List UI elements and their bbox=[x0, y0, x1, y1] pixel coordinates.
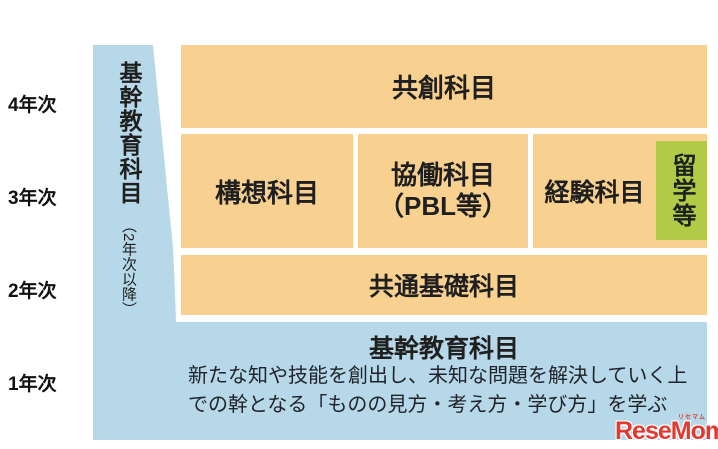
box-conception-label: 構想科目 bbox=[214, 177, 319, 208]
description-line-1: 新たな知や技能を創出し、未知な問題を解決していく上 bbox=[188, 365, 688, 387]
box-co-creation-label: 共創科目 bbox=[391, 73, 496, 103]
bottom-section-description: 新たな知や技能を創出し、未知な問題を解決していく上 での幹となる「ものの見方・考… bbox=[188, 362, 687, 420]
box-conception: 構想科目 bbox=[181, 134, 353, 248]
year-label-3: 3年次 bbox=[8, 188, 57, 209]
box-collaboration: 協働科目 （PBL等） bbox=[358, 134, 528, 248]
band-title: 基幹教育科目 bbox=[116, 61, 142, 205]
resemom-logo: リセマム ReseMom. bbox=[615, 412, 718, 446]
year-label-2: 2年次 bbox=[8, 281, 57, 302]
box-experience-label: 経験科目 bbox=[544, 179, 645, 207]
box-study-abroad: 留学等 bbox=[656, 141, 707, 240]
box-common-basic: 共通基礎科目 bbox=[181, 255, 707, 315]
box-collaboration-label-line2: （PBL等） bbox=[377, 191, 508, 221]
year-label-1: 1年次 bbox=[8, 374, 57, 395]
description-line-2: での幹となる「ものの見方・考え方・学び方」を学ぶ bbox=[188, 394, 668, 416]
box-collaboration-label-line1: 協働科目 bbox=[390, 160, 495, 190]
box-study-abroad-label: 留学等 bbox=[668, 153, 695, 228]
band-subtitle: （2年次以降） bbox=[120, 218, 137, 317]
resemom-logo-ruby: リセマム bbox=[677, 415, 706, 421]
box-common-basic-label: 共通基礎科目 bbox=[368, 273, 519, 301]
box-co-creation: 共創科目 bbox=[181, 45, 707, 128]
bottom-section-heading: 基幹教育科目 bbox=[368, 335, 519, 363]
year-label-4: 4年次 bbox=[8, 95, 57, 116]
resemom-logo-text: ReseMom. bbox=[615, 417, 718, 445]
